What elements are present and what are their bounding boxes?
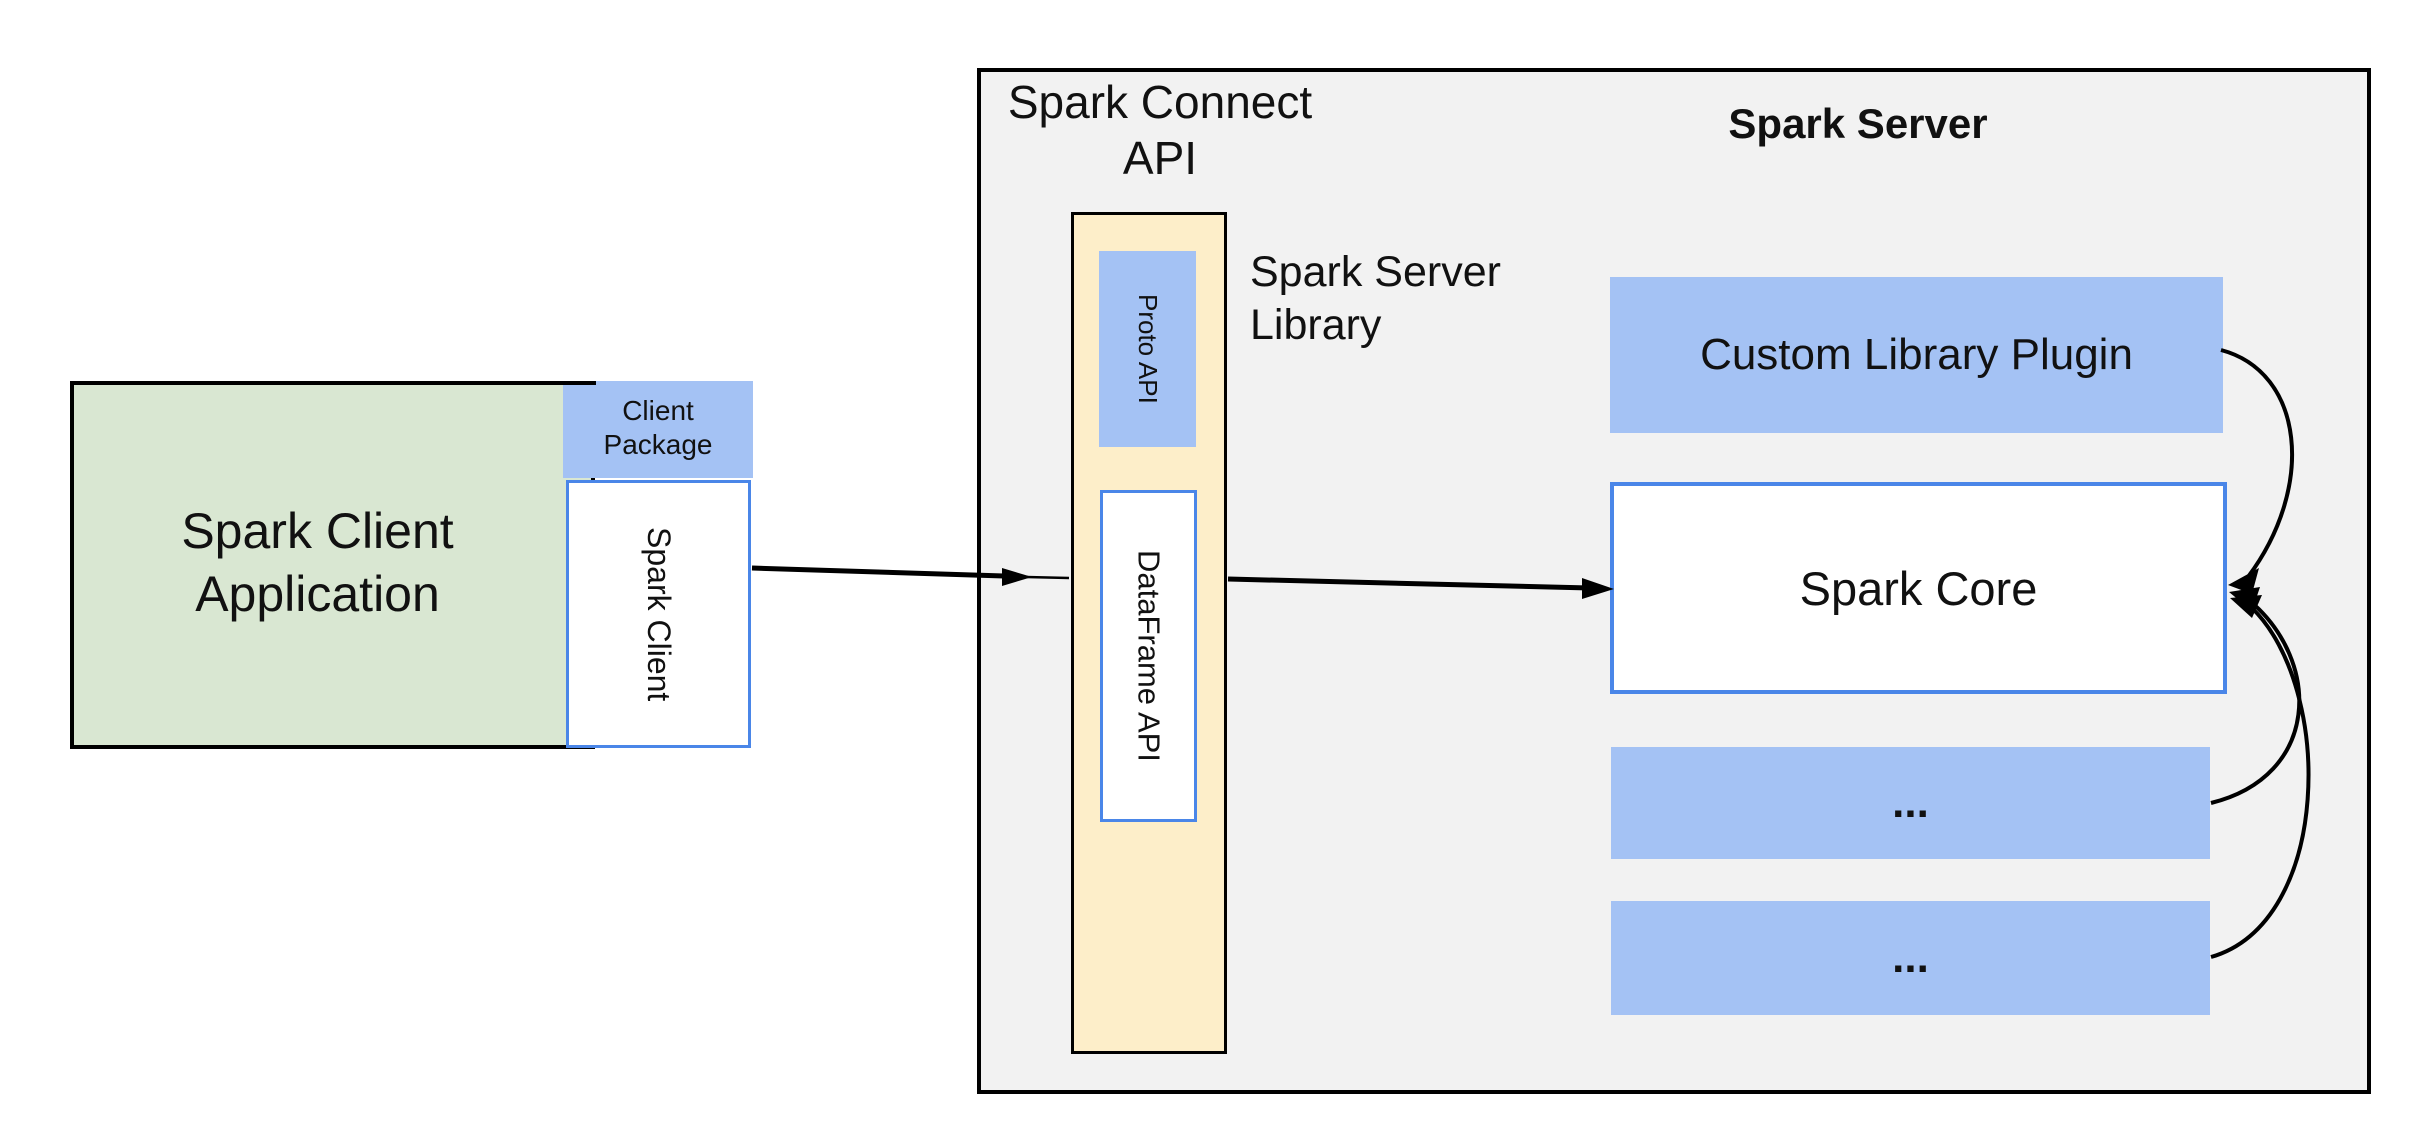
client-package-label-line2: Package bbox=[603, 429, 713, 460]
plugin-row-2: ... bbox=[1611, 901, 2210, 1015]
spark-server-library-label-line2: Library bbox=[1250, 301, 1382, 349]
client-package-label-line1: Client bbox=[622, 395, 694, 426]
spark-client-application-label-line1: Spark Client bbox=[181, 503, 454, 559]
spark-server-title: Spark Server bbox=[1728, 100, 1988, 147]
client-package-box: Client Package bbox=[563, 381, 753, 478]
spark-connect-api-title-line2: API bbox=[1122, 132, 1198, 184]
plugin-row-1-label: ... bbox=[1892, 778, 1929, 827]
green-box-border-overlap bbox=[563, 381, 596, 385]
spark-client-application-label: Spark Client Application bbox=[70, 500, 565, 626]
spark-client-application-label-line2: Application bbox=[195, 566, 440, 622]
proto-api-box: Proto API bbox=[1099, 251, 1196, 447]
spark-server-library-label: Spark Server Library bbox=[1250, 246, 1570, 352]
dataframe-api-label: DataFrame API bbox=[1131, 550, 1167, 762]
spark-client-application-box bbox=[70, 381, 595, 749]
spark-connect-api-title: Spark Connect API bbox=[990, 74, 1330, 186]
spark-client-box-label: Spark Client bbox=[641, 526, 677, 702]
plugin-row-2-label: ... bbox=[1892, 933, 1929, 982]
dataframe-api-box: DataFrame API bbox=[1100, 490, 1197, 822]
proto-api-label: Proto API bbox=[1133, 294, 1163, 404]
custom-library-plugin-label: Custom Library Plugin bbox=[1700, 330, 2133, 379]
custom-library-plugin-box: Custom Library Plugin bbox=[1610, 277, 2223, 433]
spark-connect-api-title-line1: Spark Connect bbox=[1007, 76, 1313, 128]
plugin-row-1: ... bbox=[1611, 747, 2210, 859]
spark-server-library-label-line1: Spark Server bbox=[1250, 248, 1501, 296]
spark-core-box: Spark Core bbox=[1610, 482, 2227, 694]
spark-client-box: Spark Client bbox=[566, 480, 751, 748]
spark-core-label: Spark Core bbox=[1799, 561, 2038, 615]
